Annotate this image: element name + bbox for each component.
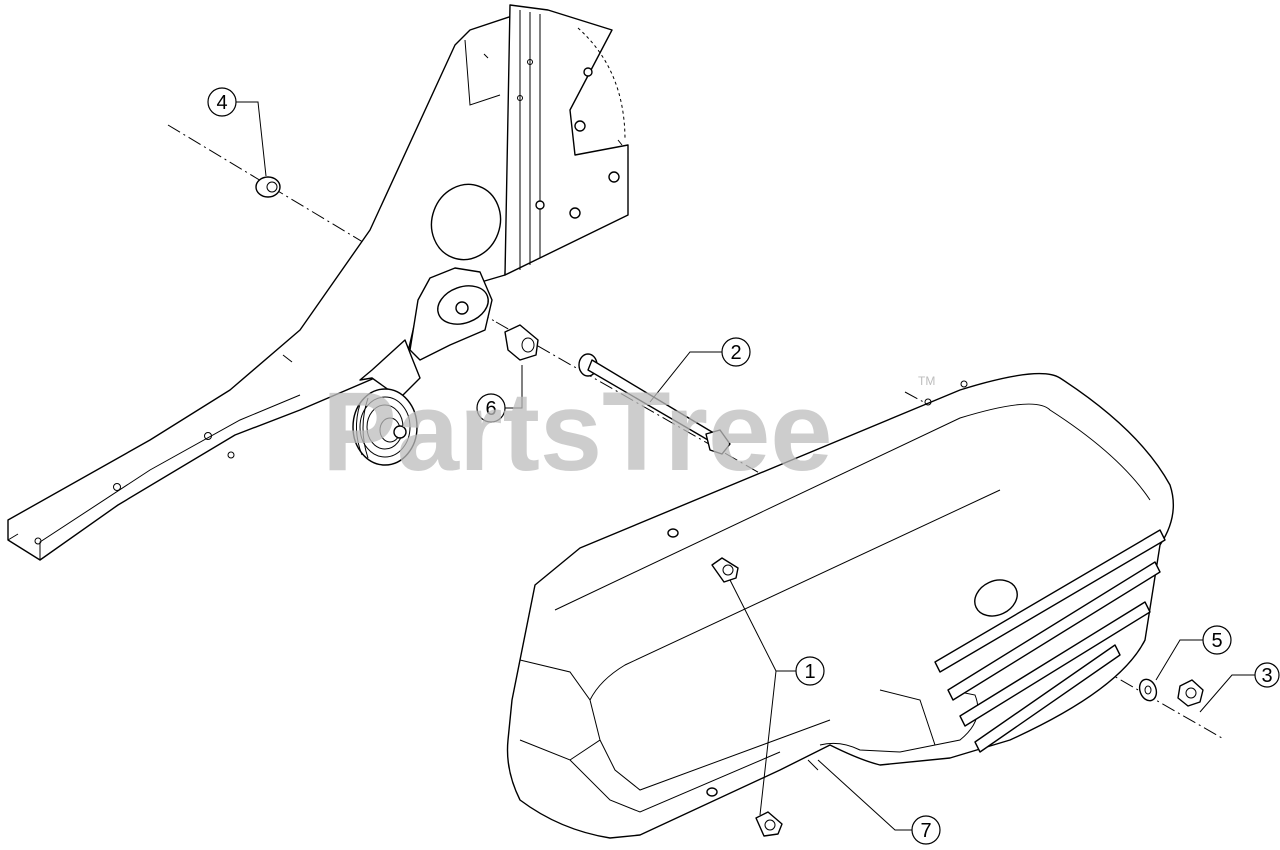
callout-label: 3	[1261, 665, 1272, 687]
spacer-part-6	[504, 324, 539, 361]
callout-1: 1	[795, 656, 825, 686]
nut-part-4	[255, 176, 281, 198]
watermark-trademark: TM	[918, 374, 935, 388]
callout-3: 3	[1254, 662, 1280, 688]
tension-pulley-assembly	[352, 267, 493, 466]
callout-label: 2	[730, 342, 741, 364]
watermark: PartsTree TM	[322, 369, 935, 494]
screw-part-1-bottom	[755, 811, 783, 837]
callout-label: 1	[804, 661, 815, 683]
callout-label: 5	[1211, 630, 1222, 652]
bolt-part-2	[578, 353, 731, 455]
screw-part-1-top	[711, 557, 739, 583]
watermark-text: PartsTree	[322, 369, 833, 494]
bracket-arm	[7, 4, 629, 561]
callout-5: 5	[1202, 625, 1232, 655]
callout-label: 4	[216, 92, 227, 114]
belt-cover	[506, 372, 1175, 839]
nut-part-3	[1177, 679, 1204, 707]
callout-4: 4	[207, 87, 237, 117]
callout-6: 6	[476, 393, 506, 423]
callout-2: 2	[721, 337, 751, 367]
callout-label: 6	[485, 398, 496, 420]
leader-lines	[236, 101, 1255, 831]
callout-label: 7	[920, 820, 931, 842]
washer-part-5	[1138, 678, 1158, 702]
callout-7: 7	[911, 815, 941, 845]
